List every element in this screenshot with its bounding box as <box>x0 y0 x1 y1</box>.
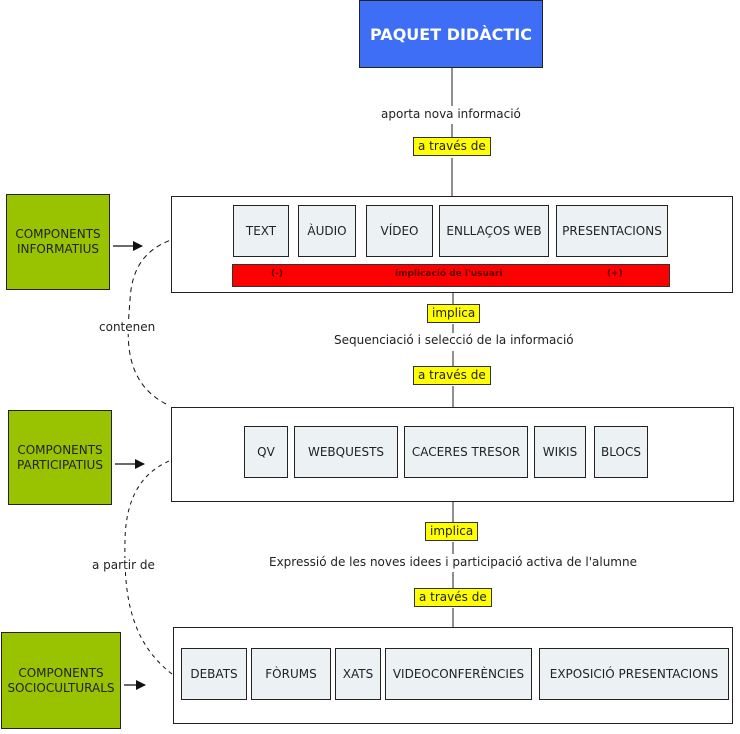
item-presentacions[interactable]: PRESENTACIONS <box>556 205 668 257</box>
item-webquests[interactable]: WEBQUESTS <box>294 426 398 478</box>
dashed-link-a-partir-de <box>124 453 185 675</box>
item-enllacos-web[interactable]: ENLLAÇOS WEB <box>439 205 549 257</box>
item-caceres-tresor[interactable]: CACERES TRESOR <box>404 426 528 478</box>
link-label-a-traves-3: a través de <box>414 588 492 607</box>
node-components-informatius[interactable]: COMPONENTS INFORMATIUS <box>6 194 110 290</box>
item-audio[interactable]: ÀUDIO <box>298 205 356 257</box>
item-video[interactable]: VÍDEO <box>366 205 433 257</box>
link-label-a-traves-1: a través de <box>413 137 491 156</box>
node-components-socioculturals[interactable]: COMPONENTS SOCIOCULTURALS <box>1 632 121 729</box>
link-label-implica-1: implica <box>427 304 481 323</box>
title-node[interactable]: PAQUET DIDÀCTIC <box>359 0 543 68</box>
item-exposicio-presentacions[interactable]: EXPOSICIÓ PRESENTACIONS <box>539 648 729 700</box>
dashed-link-contenen <box>127 233 184 405</box>
implication-label: implicació de l'usuari <box>395 269 503 279</box>
implication-min-label: (-) <box>271 269 283 279</box>
link-label-implica-2: implica <box>425 522 479 541</box>
item-wikis[interactable]: WIKIS <box>534 426 586 478</box>
item-text[interactable]: TEXT <box>233 205 289 257</box>
item-forums[interactable]: FÒRUMS <box>251 648 331 700</box>
node-components-participatius[interactable]: COMPONENTS PARTICIPATIUS <box>8 410 112 505</box>
implication-bar: (-) implicació de l'usuari (+) <box>232 264 670 287</box>
link-label-contenen: contenen <box>97 320 158 334</box>
item-blocs[interactable]: BLOCS <box>594 426 648 478</box>
implication-max-label: (+) <box>607 269 623 279</box>
link-label-expressio: Expressió de les noves idees i participa… <box>267 555 639 569</box>
item-xats[interactable]: XATS <box>335 648 381 700</box>
item-debats[interactable]: DEBATS <box>181 648 247 700</box>
item-videoconferencies[interactable]: VIDEOCONFERÈNCIES <box>385 648 532 700</box>
link-label-a-traves-2: a través de <box>413 366 491 385</box>
link-label-sequenciacio: Sequenciació i selecció de la informació <box>332 333 576 347</box>
link-label-aporta: aporta nova informació <box>379 107 523 121</box>
item-qv[interactable]: QV <box>244 426 288 478</box>
link-label-a-partir-de: a partir de <box>90 558 157 572</box>
